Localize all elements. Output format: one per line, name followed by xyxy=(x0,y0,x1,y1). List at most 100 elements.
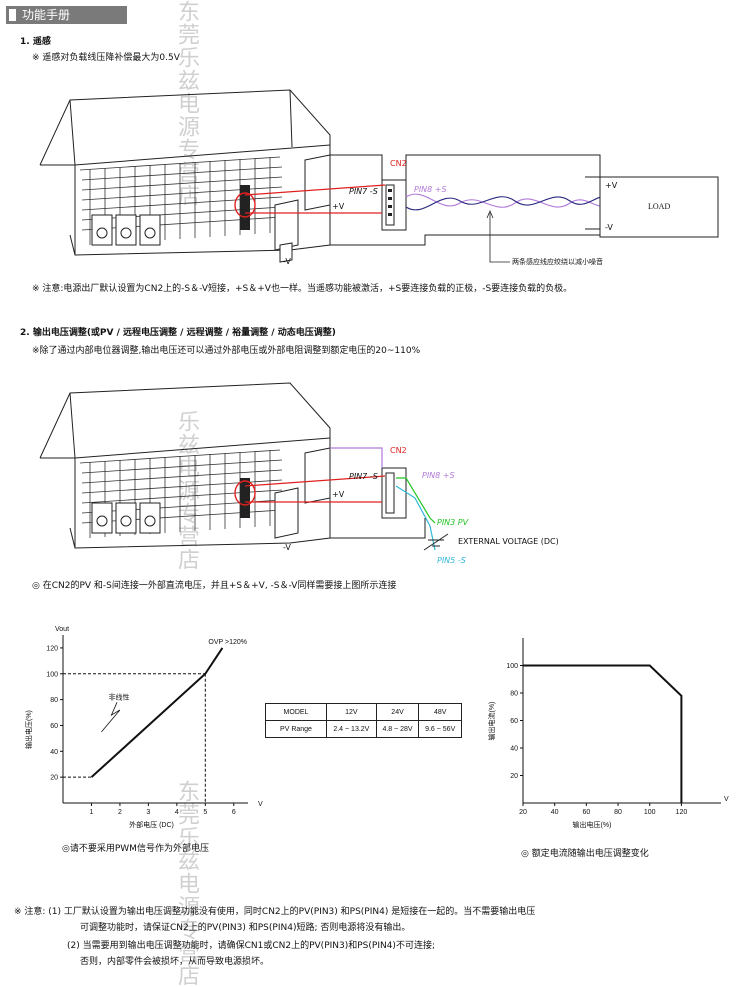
x-tick-label: 3 xyxy=(146,809,150,816)
s2-plus-v-label: +V xyxy=(332,490,345,499)
current-series-line xyxy=(523,664,683,803)
table-cell: 12V xyxy=(326,703,377,721)
y-tick-label: 40 xyxy=(510,746,518,753)
twisted-sense-pair xyxy=(405,193,606,211)
nonlinear-pointer xyxy=(101,702,121,733)
output-bars-2 xyxy=(274,447,331,539)
header-marker xyxy=(9,9,16,21)
twist-arrow-head xyxy=(486,209,494,219)
cn2-connector-2 xyxy=(381,467,407,519)
table-cell: MODEL xyxy=(265,703,327,721)
section1-footnote: ※ 注意:电源出厂默认设置为CN2上的-S＆-V短接，+S＆+V也一样。当遥感功… xyxy=(32,284,573,294)
x-unit-label: V xyxy=(258,801,263,808)
x-axis-label: 外部电压 (DC) xyxy=(129,820,174,829)
table-header-row: MODEL 12V 24V 48V xyxy=(265,703,462,721)
section1-note: ※ 遥感对负载线压降补偿最大为0.5V xyxy=(32,53,180,63)
cn2-highlight-2 xyxy=(234,480,256,506)
s2-pin7-label: PIN7 -S xyxy=(349,472,378,481)
output-bars xyxy=(274,154,331,263)
section2-heading: 2. 输出电压调整(或PV / 远程电压调整 / 远程调整 / 裕量调整 / 动… xyxy=(20,328,336,338)
y-tick-label: 120 xyxy=(46,645,58,652)
pv-power-wires xyxy=(330,518,426,539)
y-tick-label: 60 xyxy=(510,718,518,725)
x-tick-label: 20 xyxy=(519,809,527,816)
y-tick-label: 100 xyxy=(506,663,518,670)
cn2-highlight xyxy=(234,192,256,218)
y-tick-label: 20 xyxy=(510,773,518,780)
terminal-block xyxy=(91,214,161,246)
s1-cn2-label: CN2 xyxy=(390,159,407,168)
s1-plus-v-label: +V xyxy=(332,202,345,211)
s1-pin8-label: PIN8 +S xyxy=(414,185,447,194)
external-voltage-label: EXTERNAL VOLTAGE (DC) xyxy=(458,537,559,546)
red-sense-wires xyxy=(244,184,386,214)
s2-cn2-label: CN2 xyxy=(390,446,407,455)
y-tick-label: 20 xyxy=(50,775,58,782)
load-minus-label: -V xyxy=(605,223,613,232)
load-box xyxy=(599,176,719,238)
y-axis-label: 输出电压(%) xyxy=(24,710,33,749)
y-tick-label: 100 xyxy=(46,671,58,678)
table-cell: 24V xyxy=(375,703,420,721)
s1-minus-v-label: -V xyxy=(283,257,291,266)
y-tick-label: 40 xyxy=(50,749,58,756)
table-cell: PV Range xyxy=(265,720,327,738)
s2-minus-v-label: -V xyxy=(283,543,291,552)
vout-series-line xyxy=(90,647,224,778)
x-tick-label: 6 xyxy=(232,809,236,816)
twist-note: 两条感应线应绞绕以减小噪音 xyxy=(512,258,603,266)
x-tick-label: 1 xyxy=(90,809,94,816)
s1-pin7-label: PIN7 -S xyxy=(349,187,378,196)
bottom-note-1: ※ 注意: (1) 工厂默认设置为输出电压调整功能没有使用，同时CN2上的PV(… xyxy=(14,907,536,917)
pin5-s-label: PIN5 -S xyxy=(437,556,466,565)
nonlinear-annotation: 非线性 xyxy=(109,693,130,702)
y-tick-label: 60 xyxy=(50,723,58,730)
dc-source-symbol xyxy=(423,533,449,551)
pv-wires xyxy=(244,447,436,551)
y-axis-top-label: Vout xyxy=(55,626,69,633)
watermark-bottom: 东莞乐兹电源专营店 xyxy=(174,780,199,987)
s2-pin8-label: PIN8 +S xyxy=(422,471,455,480)
load-plus-label: +V xyxy=(605,181,618,190)
x-axis-label: 输出电压(%) xyxy=(573,820,612,829)
chart1-caption: ◎请不要采用PWM信号作为外部电压 xyxy=(62,844,209,854)
bottom-note-4: 否则，内部零件会被损坏，从而导致电源损坏。 xyxy=(80,957,270,967)
section2-caption: ◎ 在CN2的PV 和-S间连接一外部直流电压，并且+S＆+V, -S＆-V同样… xyxy=(32,581,397,591)
section2-note: ※除了通过内部电位器调整,输出电压还可以通过外部电压或外部电阻调整到额定电压的2… xyxy=(32,346,421,356)
table-cell: 48V xyxy=(418,703,462,721)
ovp-annotation: OVP >120% xyxy=(208,639,247,646)
x-tick-label: 100 xyxy=(644,809,656,816)
table-cell: 4.8 ~ 28V xyxy=(375,720,420,738)
cn2-pins xyxy=(388,189,392,216)
x-tick-label: 60 xyxy=(582,809,590,816)
section1-heading: 1. 遥感 xyxy=(20,37,51,47)
x-tick-label: 5 xyxy=(203,809,207,816)
pin3-pv-label: PIN3 PV xyxy=(437,518,469,527)
table-cell: 2.4 ~ 13.2V xyxy=(326,720,377,738)
section-header: 功能手册 xyxy=(6,6,127,24)
pv-adjust-diagram xyxy=(39,382,449,551)
table-row: PV Range 2.4 ~ 13.2V 4.8 ~ 28V 9.6 ~ 56V xyxy=(265,720,462,738)
psu-body xyxy=(39,89,331,256)
y-tick-label: 80 xyxy=(50,697,58,704)
x-tick-label: 4 xyxy=(175,809,179,816)
y-tick-label: 80 xyxy=(510,691,518,698)
y-axis-label: 输出电流(%) xyxy=(487,702,496,741)
remote-sense-diagram xyxy=(39,89,719,263)
x-unit-label: V xyxy=(724,796,729,803)
bottom-note-2: 可调整功能时，请保证CN2上的PV(PIN3) 和PS(PIN4)短路; 否则电… xyxy=(80,923,411,933)
bottom-note-3: (2) 当需要用到输出电压调整功能时，请确保CN1或CN2上的PV(PIN3)和… xyxy=(67,941,435,951)
cn2-socket-board xyxy=(240,185,250,230)
load-label: LOAD xyxy=(648,202,671,211)
twist-leader-line xyxy=(489,213,510,263)
pv-range-table: MODEL 12V 24V 48V PV Range 2.4 ~ 13.2V 4… xyxy=(265,703,462,738)
x-tick-label: 40 xyxy=(551,809,559,816)
x-tick-label: 120 xyxy=(676,809,688,816)
chart2-caption: ◎ 额定电流随输出电压调整变化 xyxy=(521,849,649,859)
cn2-socket-board-2 xyxy=(240,478,250,518)
table-cell: 9.6 ~ 56V xyxy=(418,720,462,738)
cn2-connector xyxy=(381,179,407,231)
header-title: 功能手册 xyxy=(22,8,71,22)
